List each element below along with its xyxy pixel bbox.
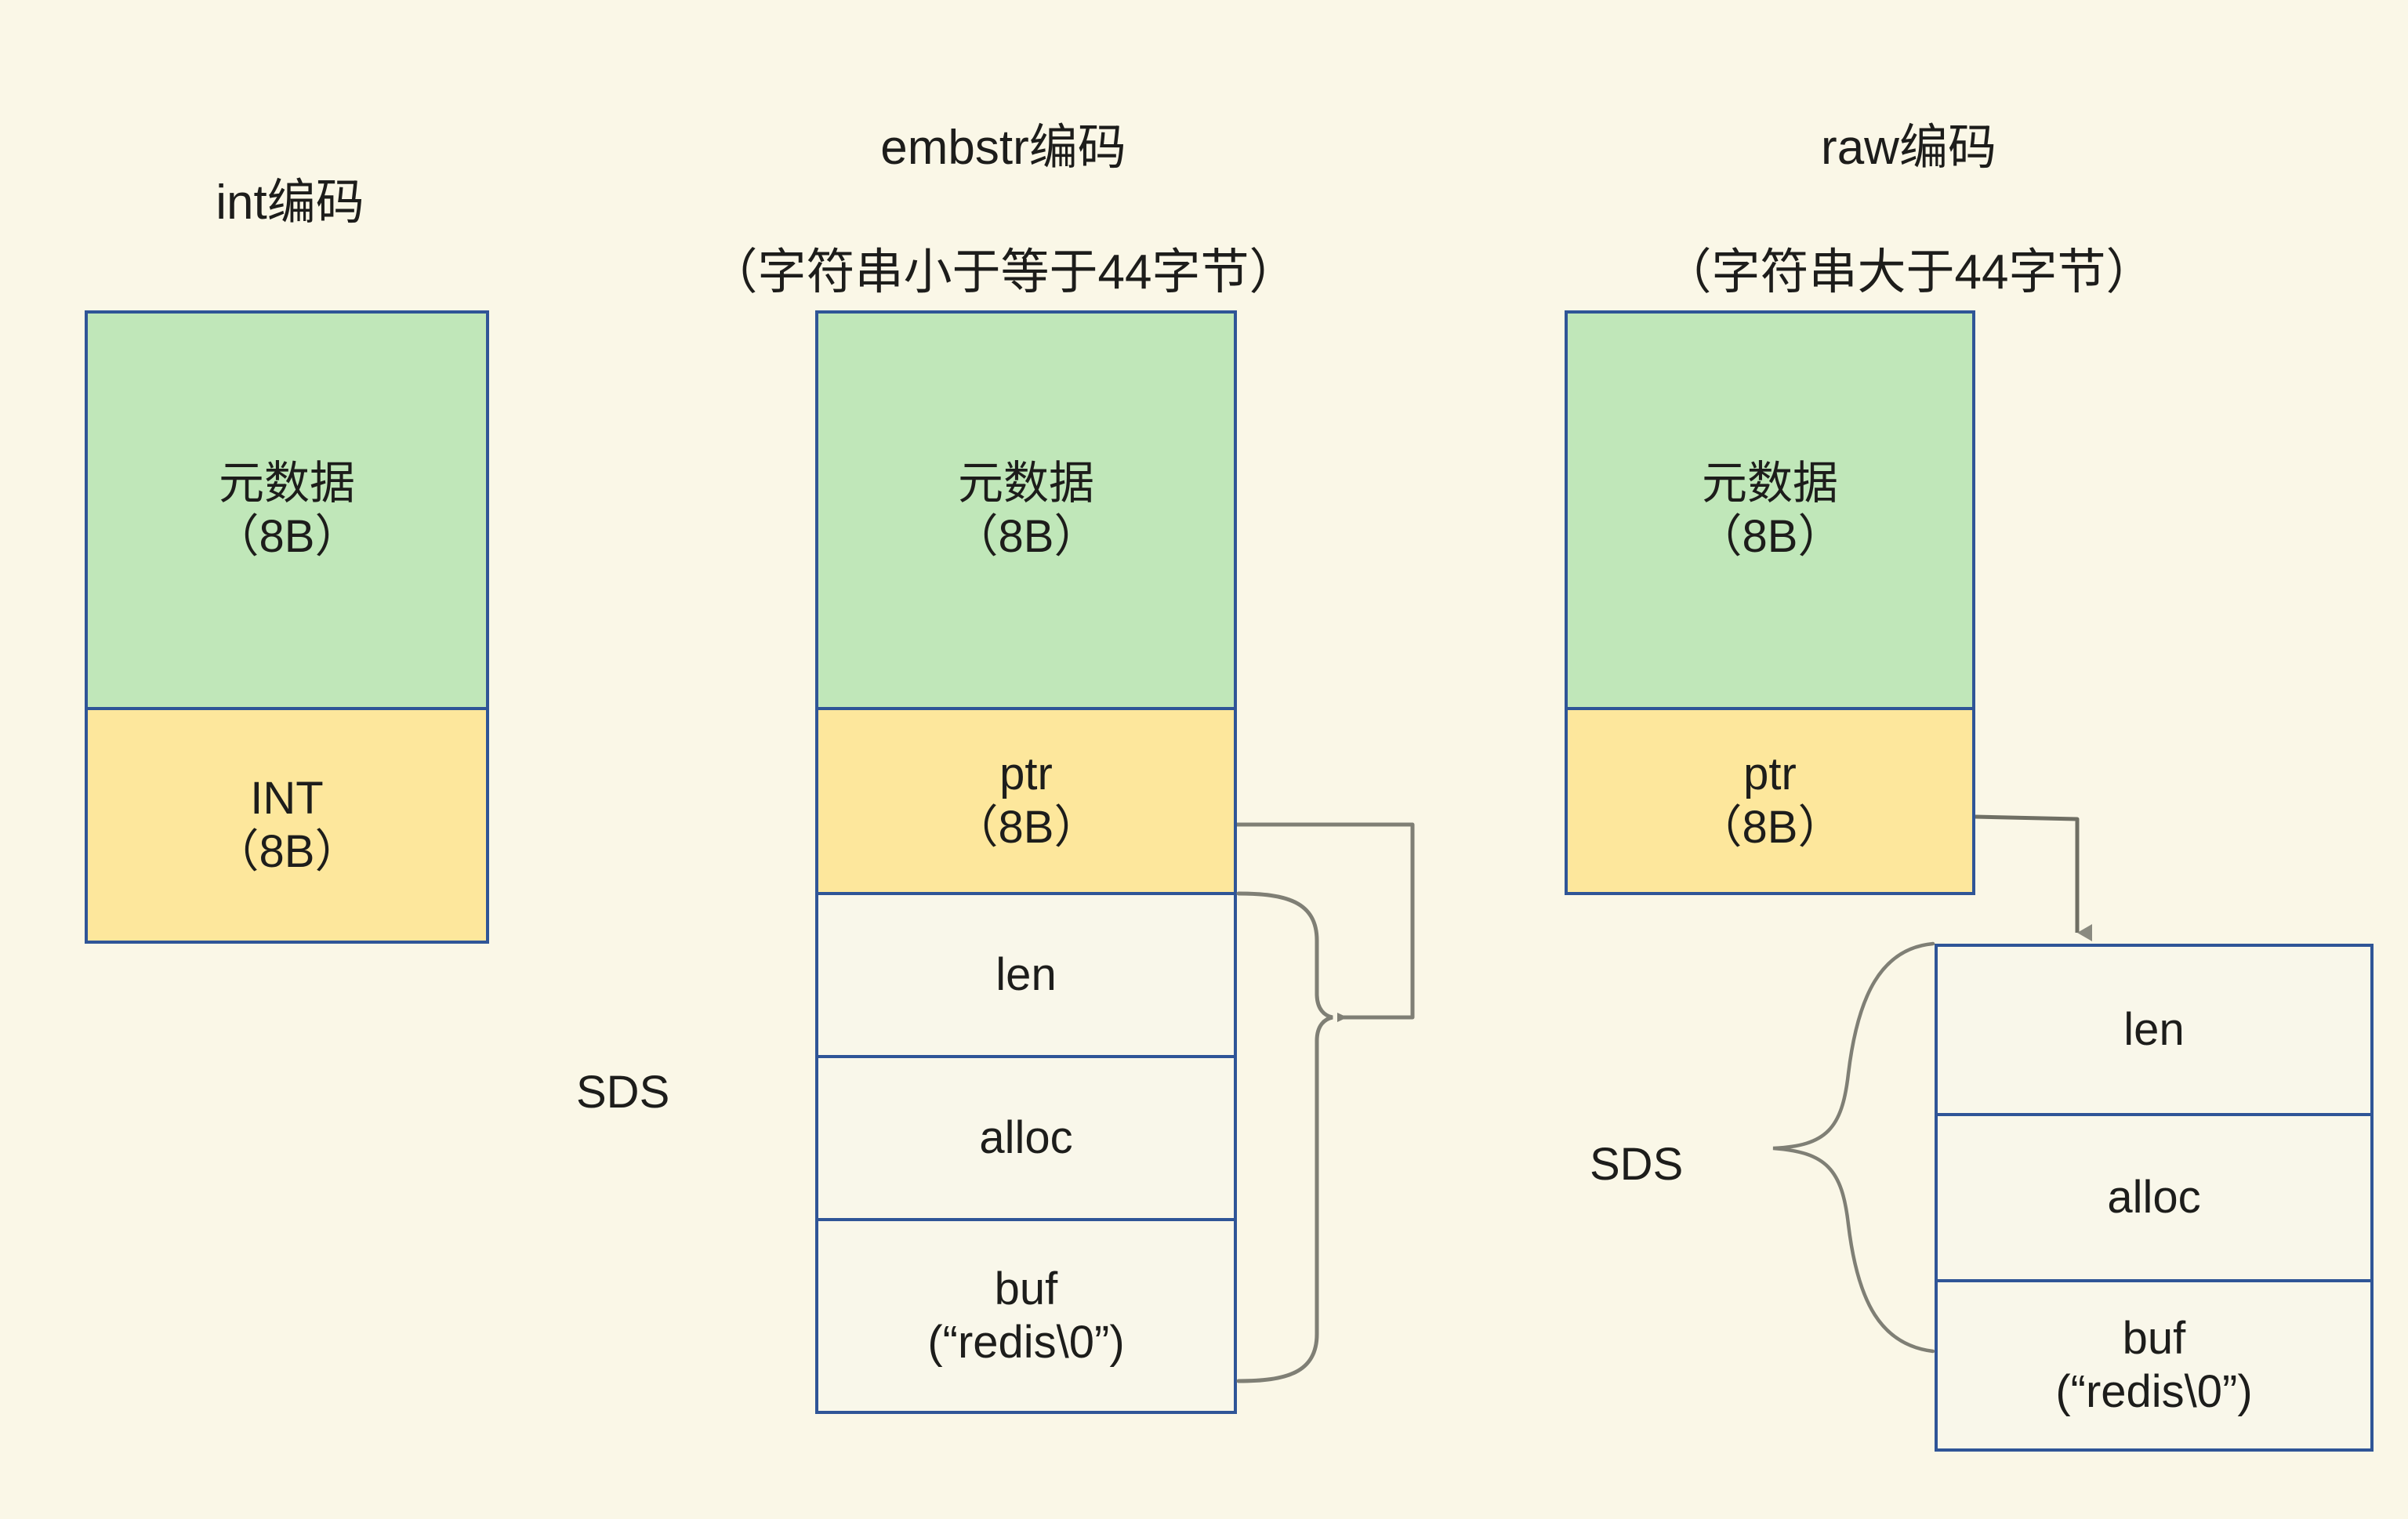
raw-ptr-line2: （8B） — [1696, 802, 1844, 853]
raw-ptr-line1: ptr — [1743, 748, 1797, 799]
column-title-int: int编码 — [86, 110, 494, 234]
raw-alloc-cell: alloc — [1935, 1113, 2374, 1282]
raw-metadata-line2: （8B） — [1696, 511, 1844, 562]
embstr-sds-label: SDS — [576, 1066, 669, 1118]
raw-sds-label-text: SDS — [1590, 1139, 1684, 1190]
embstr-len-cell: len — [815, 892, 1237, 1058]
embstr-ptr-cell: ptr （8B） — [815, 707, 1237, 895]
int-metadata-line2: （8B） — [213, 511, 361, 562]
embstr-buf-line2: (“redis\0”) — [927, 1317, 1125, 1368]
embstr-len-line1: len — [995, 948, 1057, 1000]
raw-alloc-line1: alloc — [2107, 1171, 2201, 1223]
raw-sds-brace — [1772, 941, 1935, 1354]
embstr-alloc-line1: alloc — [979, 1111, 1073, 1163]
embstr-metadata-line2: （8B） — [952, 511, 1100, 562]
embstr-buf-cell: buf (“redis\0”) — [815, 1218, 1237, 1414]
column-title-raw-line2: （字符串大于44字节） — [1663, 245, 2155, 300]
int-value-cell: INT （8B） — [85, 707, 489, 944]
raw-metadata-cell: 元数据 （8B） — [1565, 310, 1975, 710]
embstr-alloc-cell: alloc — [815, 1055, 1237, 1221]
raw-buf-cell: buf (“redis\0”) — [1935, 1279, 2374, 1452]
int-metadata-line1: 元数据 — [218, 457, 355, 509]
raw-buf-line1: buf — [2122, 1312, 2186, 1364]
embstr-sds-label-text: SDS — [576, 1067, 670, 1118]
embstr-metadata-cell: 元数据 （8B） — [815, 310, 1237, 710]
raw-sds-label: SDS — [1590, 1138, 1683, 1191]
column-title-embstr-line1: embstr编码 — [880, 121, 1126, 176]
raw-metadata-line1: 元数据 — [1701, 457, 1838, 509]
raw-ptr-cell: ptr （8B） — [1565, 707, 1975, 895]
raw-buf-line2: (“redis\0”) — [2055, 1366, 2253, 1417]
raw-len-line1: len — [2123, 1003, 2185, 1055]
embstr-ptr-line2: （8B） — [952, 802, 1100, 853]
embstr-ptr-connector — [1237, 822, 1415, 1022]
embstr-buf-line1: buf — [994, 1263, 1058, 1314]
raw-len-cell: len — [1935, 944, 2374, 1116]
column-title-raw-line1: raw编码 — [1821, 121, 1996, 176]
embstr-metadata-line1: 元数据 — [957, 457, 1094, 509]
column-title-embstr-line2: （字符串小于等于44字节） — [709, 245, 1298, 300]
column-title-embstr: embstr编码 （字符串小于等于44字节） — [549, 55, 1458, 366]
int-metadata-cell: 元数据 （8B） — [85, 310, 489, 710]
int-value-line1: INT — [250, 772, 324, 824]
raw-ptr-connector — [1975, 814, 2092, 941]
column-title-int-text: int编码 — [216, 176, 364, 230]
column-title-raw: raw编码 （字符串大于44字节） — [1493, 55, 2324, 366]
embstr-ptr-line1: ptr — [999, 748, 1053, 799]
embstr-sds-brace — [1236, 891, 1333, 1383]
int-value-line2: （8B） — [213, 826, 361, 877]
